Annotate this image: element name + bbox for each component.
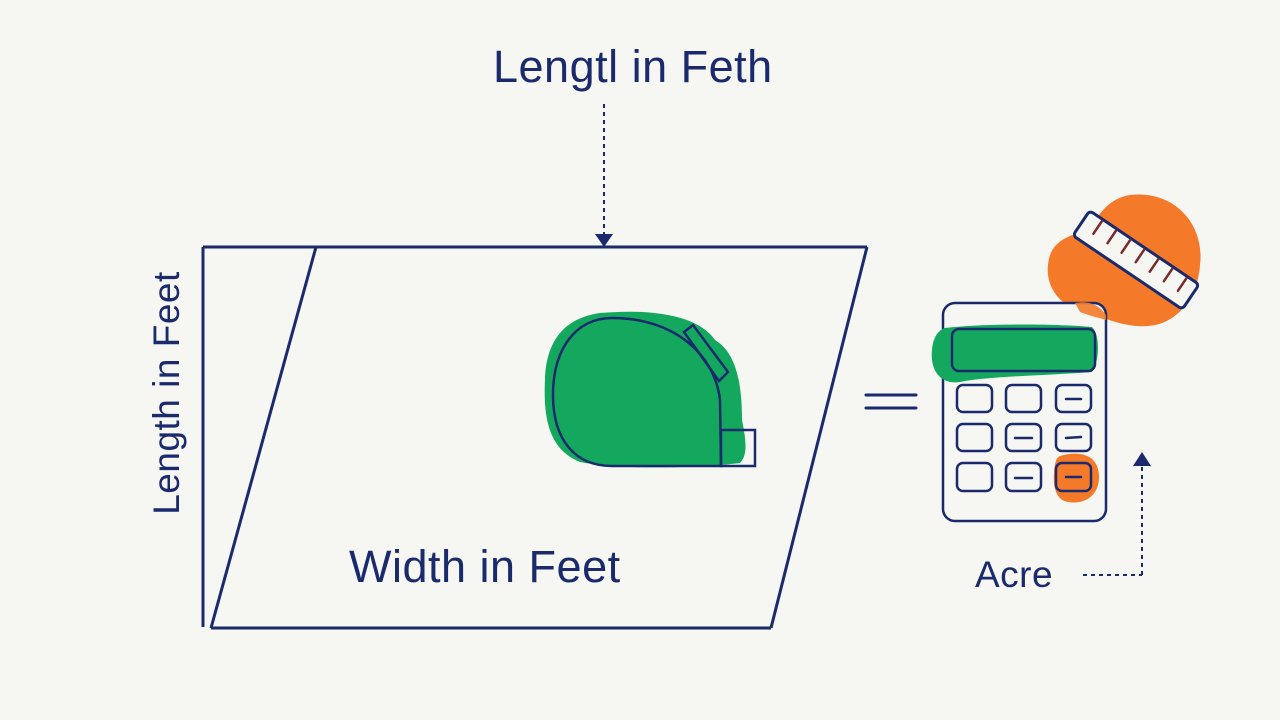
side-length-label: Length in Feet [146,271,187,515]
length-arrow-down-icon [595,104,613,247]
calculator-key [1004,461,1043,493]
tape-measure-tab [719,428,757,468]
plot-slant-left [209,246,318,629]
calculator-display [950,327,1097,373]
calculator-key [1054,383,1093,414]
tape-measure-button [682,323,730,383]
acre-arrow-up-icon [1083,452,1151,576]
calculator-key [955,383,994,414]
top-length-label: Lengtl in Feth [493,41,773,92]
calculator-display-green-blob [931,324,1098,383]
acre-result-label: Acre [975,554,1054,595]
calculator-key-minus-marks [1013,397,1083,480]
tape-measure-green-blob [544,311,746,468]
calculator-orange-overlap [1075,302,1106,320]
land-plot-shape [201,245,869,630]
calculator-icon [931,301,1108,523]
width-label: Width in Feet [349,541,621,592]
calculator-key [1004,422,1043,453]
calculator-keypad [955,383,1093,493]
calculator-key [1054,422,1093,453]
calculator-key [1004,383,1043,414]
tape-measure-icon [544,311,757,468]
plot-slant-right [769,246,869,629]
ruler-icon [1072,210,1200,310]
calculator-key [955,422,994,453]
equals-sign-icon [864,393,918,410]
calculator-key [955,461,994,493]
tape-measure-outline [551,316,723,468]
calculator-key-highlighted [1054,461,1093,493]
